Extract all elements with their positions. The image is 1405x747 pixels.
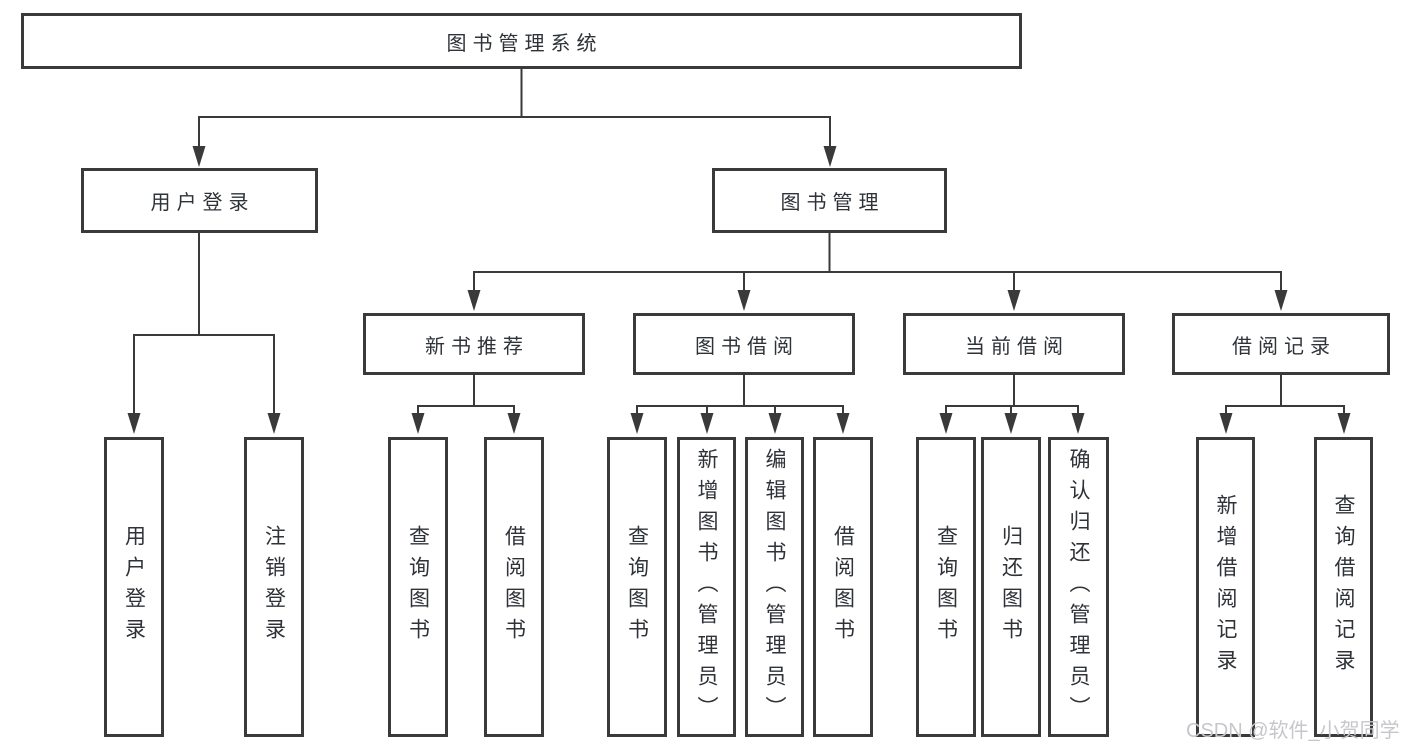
node-borrow-records: 借阅记录 [1172,313,1390,375]
leaf-query-books-borrow: 查询图书 [607,437,667,737]
node-current-borrow: 当前借阅 [903,313,1125,375]
leaf-confirm-return-admin: 确认归还（管理员） [1048,437,1109,737]
leaf-edit-book-admin: 编辑图书（管理员） [745,437,804,737]
leaf-return-books: 归还图书 [981,437,1041,737]
leaf-add-borrow-record: 新增借阅记录 [1196,437,1255,737]
leaf-borrow-books-recommend: 借阅图书 [484,437,544,737]
leaf-query-books-recommend: 查询图书 [388,437,448,737]
node-book-management: 图书管理 [712,168,947,233]
leaf-query-books-current: 查询图书 [916,437,976,737]
watermark: CSDN @软件_小贺同学 [1186,720,1400,742]
leaf-borrow-books-2: 借阅图书 [813,437,873,737]
node-user-login: 用户登录 [81,168,318,233]
leaf-add-book-admin: 新增图书（管理员） [677,437,736,737]
leaf-logout: 注销登录 [244,437,304,737]
leaf-query-borrow-record: 查询借阅记录 [1314,437,1373,737]
leaf-user-login: 用户登录 [104,437,164,737]
node-new-book-recommend: 新书推荐 [363,313,585,375]
node-book-borrow: 图书借阅 [633,313,855,375]
node-library-system: 图书管理系统 [21,13,1022,69]
